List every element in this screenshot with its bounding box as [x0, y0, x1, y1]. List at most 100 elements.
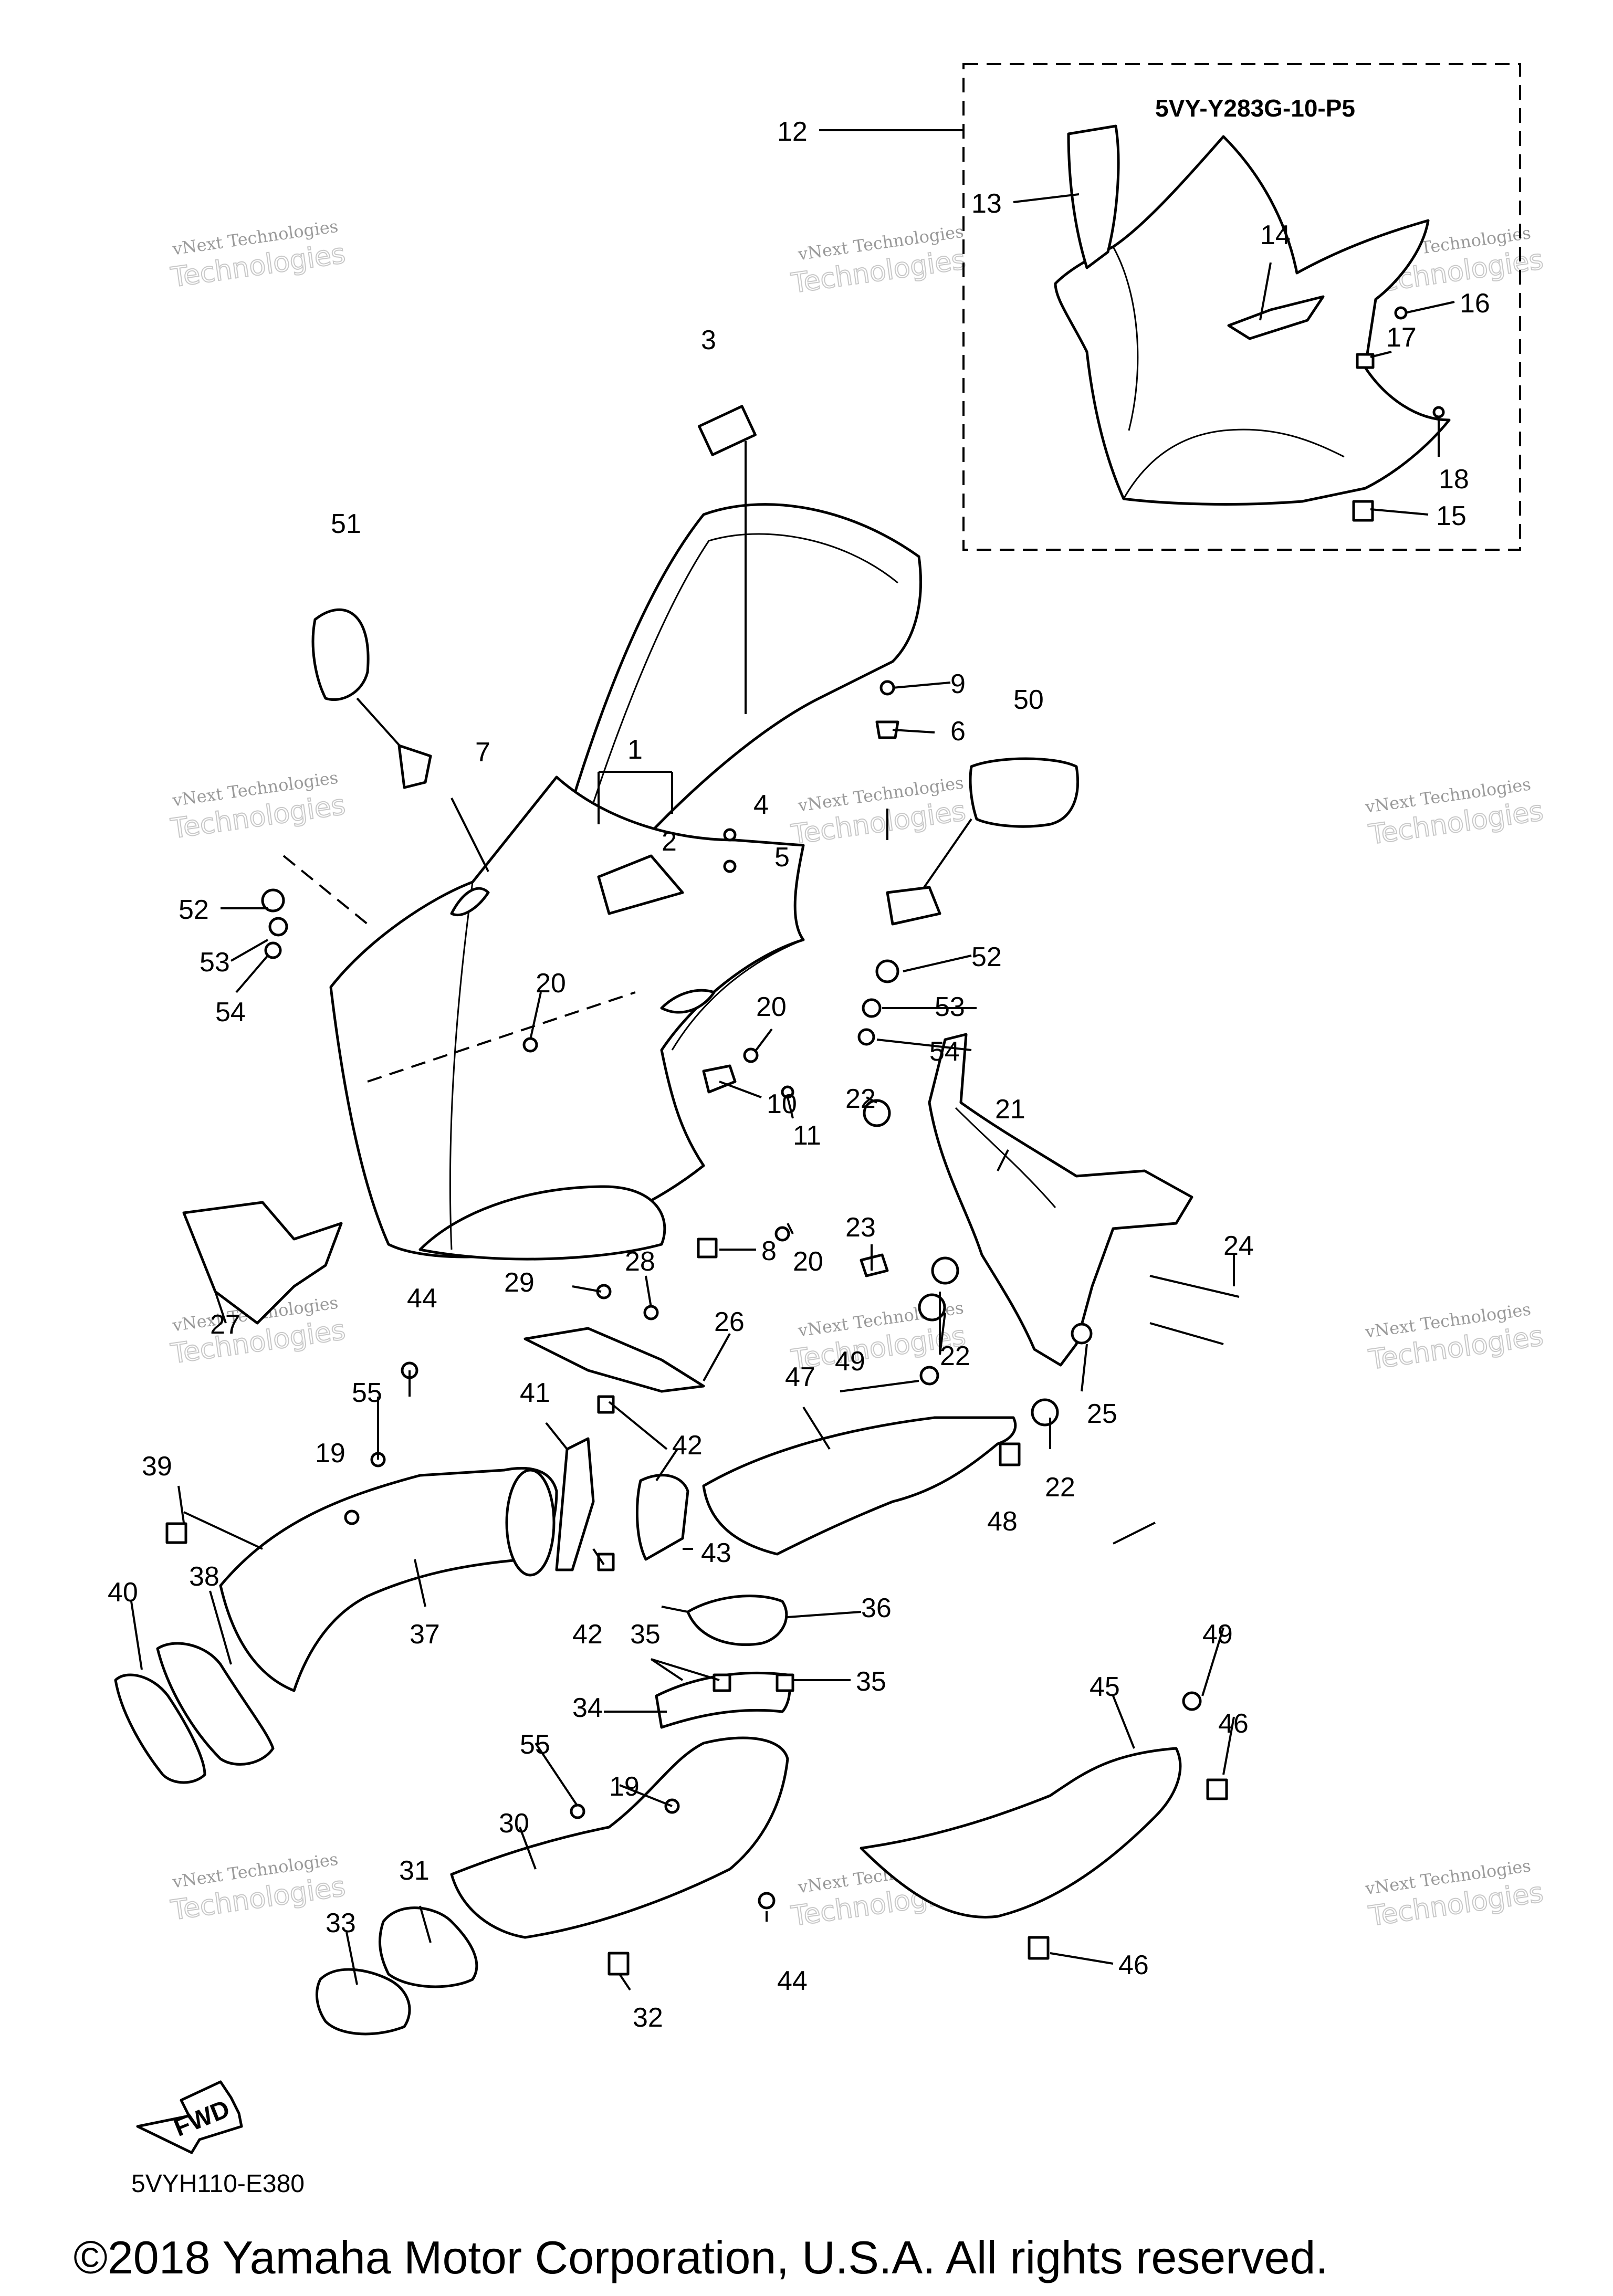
- rubber-damper: [918, 1293, 946, 1322]
- callout-55a: 55: [352, 1378, 382, 1408]
- callout-20a: 20: [536, 968, 566, 999]
- callout-37: 37: [410, 1619, 440, 1650]
- callout-53a: 53: [200, 947, 230, 978]
- callout-15: 15: [1436, 501, 1467, 531]
- callout-47: 47: [785, 1362, 815, 1392]
- callout-2: 2: [662, 826, 677, 857]
- mirror-mount-hole: [450, 887, 490, 917]
- callout-10: 10: [767, 1089, 797, 1119]
- callout-22a: 22: [845, 1084, 876, 1114]
- collar: [1071, 1323, 1093, 1345]
- watermark: Technologies vNext Technologies: [1364, 774, 1546, 851]
- callout-labels: 1 2 3 4 5 6 7 8 9 10 11 12 13 14 15 16 1…: [108, 117, 1490, 2033]
- callout-28: 28: [625, 1246, 655, 1277]
- callout-17: 17: [1386, 322, 1417, 353]
- duct-intake-grille: [156, 1642, 275, 1766]
- inset-grommet: [1394, 306, 1408, 320]
- callout-50: 50: [1013, 685, 1044, 715]
- callout-25: 25: [1087, 1399, 1117, 1429]
- callout-5: 5: [774, 842, 790, 873]
- callout-8: 8: [761, 1236, 777, 1266]
- watermark: Technologies vNext Technologies: [1364, 1299, 1546, 1376]
- clip-46b: [1028, 1936, 1050, 1960]
- callout-19a: 19: [315, 1438, 345, 1469]
- side-covers: [165, 405, 1228, 1976]
- watermark: Technologies vNext Technologies: [789, 222, 968, 300]
- callout-38: 38: [189, 1561, 219, 1592]
- callout-53b: 53: [935, 992, 965, 1022]
- callout-26: 26: [714, 1307, 745, 1337]
- mirror-left: [311, 608, 432, 789]
- clip-48: [999, 1442, 1021, 1466]
- callout-11: 11: [793, 1120, 821, 1151]
- rubber-damper: [863, 1099, 891, 1127]
- watermark: Technologies vNext Technologies: [789, 773, 968, 852]
- watermark: Technologies vNext Technologies: [168, 1849, 348, 1927]
- inset-dashed-frame: [962, 63, 1521, 551]
- callout-54b: 54: [929, 1036, 960, 1067]
- rubber-damper: [1031, 1398, 1059, 1427]
- clip-46a: [1206, 1778, 1228, 1800]
- nut-42b: [597, 1553, 615, 1571]
- callout-44a: 44: [407, 1283, 437, 1314]
- callout-16: 16: [1460, 288, 1490, 319]
- front-cowl-body: [329, 775, 805, 1259]
- rubber-damper: [931, 1256, 959, 1285]
- copyright-notice: ©2018 Yamaha Motor Corporation, U.S.A. A…: [74, 2231, 1328, 2283]
- inner-panels: [182, 1201, 705, 1393]
- inner-panel-left: [182, 1201, 343, 1325]
- leader-lines: [130, 129, 1455, 1991]
- inner-panel-center: [523, 1327, 705, 1393]
- nut-8: [697, 1238, 718, 1259]
- inset-emblem: [1227, 295, 1325, 340]
- callout-54a: 54: [215, 997, 246, 1028]
- callout-51: 51: [331, 509, 361, 539]
- callout-27: 27: [210, 1309, 240, 1340]
- callout-30: 30: [499, 1808, 529, 1839]
- windshield: [544, 503, 922, 894]
- inset-washer: [1432, 406, 1445, 418]
- callout-41: 41: [520, 1378, 550, 1408]
- callout-43: 43: [701, 1538, 731, 1568]
- headlight-opening: [418, 1185, 666, 1261]
- callout-24: 24: [1223, 1231, 1254, 1261]
- callout-4: 4: [753, 790, 769, 820]
- inset-windshield: [1067, 124, 1120, 269]
- diagram-code: 5VYH110-E380: [131, 2170, 305, 2198]
- callout-49b: 49: [1202, 1619, 1233, 1650]
- duct-seal: [114, 1673, 206, 1784]
- callout-21: 21: [995, 1094, 1025, 1125]
- front-cowling-assembly: [282, 503, 922, 1261]
- callout-42b: 42: [572, 1619, 603, 1650]
- callout-48: 48: [987, 1506, 1018, 1537]
- callout-36: 36: [861, 1593, 892, 1623]
- duct-cap-36: [686, 1595, 788, 1646]
- callout-45: 45: [1090, 1672, 1120, 1702]
- callout-22c: 22: [1045, 1472, 1075, 1503]
- cowling-stay-bracket: [863, 1033, 1240, 1427]
- forward-arrow-badge: FWD: [136, 2080, 243, 2154]
- callout-31: 31: [399, 1855, 430, 1886]
- watermark: Technologies vNext Technologies: [168, 768, 348, 846]
- emblem-10: [702, 1064, 737, 1094]
- inset-part-code: 5VY-Y283G-10-P5: [1155, 95, 1355, 122]
- callout-20b: 20: [756, 992, 787, 1022]
- callout-29: 29: [504, 1267, 535, 1298]
- side-cover-upper: [702, 1416, 1017, 1556]
- mirror-right: [886, 757, 1080, 926]
- callout-7: 7: [475, 737, 490, 768]
- callout-55b: 55: [520, 1729, 550, 1760]
- watermark: Technologies vNext Technologies: [168, 216, 348, 295]
- callout-22b: 22: [940, 1341, 970, 1371]
- clip-35b: [776, 1673, 794, 1692]
- callout-6: 6: [950, 716, 966, 747]
- callout-49a: 49: [835, 1346, 865, 1377]
- callout-20c: 20: [793, 1246, 823, 1277]
- callout-33: 33: [326, 1908, 356, 1938]
- callout-18: 18: [1439, 464, 1469, 495]
- fasteners: [261, 680, 1202, 1910]
- callout-12: 12: [777, 117, 808, 147]
- callout-44b: 44: [777, 1966, 808, 1996]
- clip-32: [608, 1952, 630, 1976]
